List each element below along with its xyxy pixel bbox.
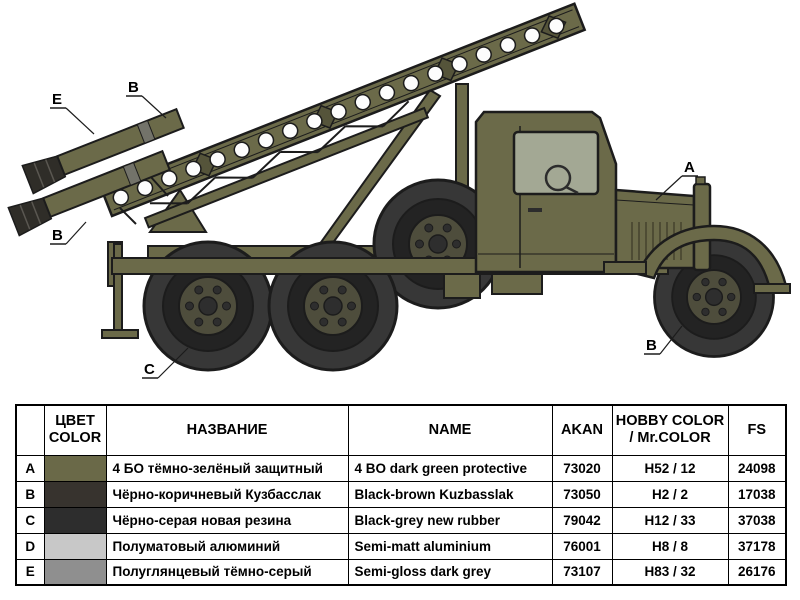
hobby-code: H83 / 32 [611, 558, 729, 586]
paint-name-en: Black-brown Kuzbasslak [347, 480, 553, 508]
paint-name-en: 4 BO dark green protective [347, 454, 553, 482]
rocket-body [55, 107, 185, 177]
table-row: B Чёрно-коричневый Кузбасслак Black-brow… [15, 480, 787, 508]
color-swatch [43, 480, 107, 508]
callout-b-front-wheel: B [644, 325, 683, 355]
paint-name-ru: Чёрно-коричневый Кузбасслак [105, 480, 349, 508]
paint-name-en: Black-grey new rubber [347, 506, 553, 534]
callouts: E B B A B C [50, 79, 698, 379]
akan-code: 79042 [551, 506, 613, 534]
paint-name-en: Semi-gloss dark grey [347, 558, 553, 586]
rocket-fins [7, 197, 53, 237]
table-row: A 4 БО тёмно-зелёный защитный 4 BO dark … [15, 454, 787, 482]
rail-lower-chord [143, 106, 430, 229]
table-row: D Полуматовый алюминий Semi-matt alumini… [15, 532, 787, 560]
rocket-band [122, 161, 142, 186]
row-letter: A [15, 454, 45, 482]
katyusha-drawing: E B B A B C [7, 2, 791, 379]
rocket-band [136, 119, 156, 144]
paint-name-ru: Полуглянцевый тёмно-серый [105, 558, 349, 586]
paint-name-en: Semi-matt aluminium [347, 532, 553, 560]
header-color-line2: COLOR [48, 430, 102, 447]
steering-wheel [544, 164, 572, 192]
header-letter [15, 404, 45, 456]
paint-table-section: ЦВЕТ COLOR НАЗВАНИЕ NAME AKAN HOBBY COLO… [0, 398, 800, 586]
akan-code: 73107 [551, 558, 613, 586]
callout-c-label: C [144, 361, 155, 378]
callout-b-label: B [128, 79, 139, 96]
akan-code: 73050 [551, 480, 613, 508]
table-row: C Чёрно-серая новая резина Black-grey ne… [15, 506, 787, 534]
hobby-code: H12 / 33 [611, 506, 729, 534]
rail-lattice [149, 100, 410, 205]
table-header-row: ЦВЕТ COLOR НАЗВАНИЕ NAME AKAN HOBBY COLO… [15, 404, 787, 456]
paint-name-ru: 4 БО тёмно-зелёный защитный [105, 454, 349, 482]
paint-name-ru: Полуматовый алюминий [105, 532, 349, 560]
radiator-cap [695, 176, 706, 185]
rocket-lower [7, 149, 171, 237]
rail-holes [112, 17, 565, 206]
hobby-code: H8 / 8 [611, 532, 729, 560]
row-letter: D [15, 532, 45, 560]
header-hobby-line1: HOBBY COLOR [615, 412, 725, 429]
hobby-code: H52 / 12 [611, 454, 729, 482]
color-swatch [43, 506, 107, 534]
row-letter: B [15, 480, 45, 508]
header-fs: FS [727, 404, 787, 456]
callout-b-rocket: B [50, 221, 87, 245]
callout-b-label: B [646, 337, 657, 354]
paint-table: ЦВЕТ COLOR НАЗВАНИЕ NAME AKAN HOBBY COLO… [15, 404, 787, 586]
callout-e: E [50, 91, 95, 135]
truck-cab [474, 110, 618, 274]
running-board [603, 261, 647, 275]
fuel-tank [491, 273, 543, 295]
color-swatch [43, 454, 107, 482]
rocket-fins [21, 155, 67, 195]
row-letter: E [15, 558, 45, 586]
color-swatch [43, 558, 107, 586]
launcher-rail [100, 2, 587, 267]
row-letter: C [15, 506, 45, 534]
door-handle [528, 208, 542, 212]
fs-code: 26176 [727, 558, 787, 586]
header-hobby-color: HOBBY COLOR / Mr.COLOR [611, 404, 729, 456]
table-row: E Полуглянцевый тёмно-серый Semi-gloss d… [15, 558, 787, 586]
header-color-line1: ЦВЕТ [55, 412, 95, 429]
rocket-upper [21, 107, 185, 195]
color-swatch [43, 532, 107, 560]
callout-c: C [142, 347, 189, 379]
header-hobby-line2: / Mr.COLOR [629, 430, 711, 447]
callout-a-label: A [684, 159, 695, 176]
fs-code: 17038 [727, 480, 787, 508]
rear-jack [101, 241, 139, 339]
callout-e-label: E [52, 91, 62, 108]
hobby-code: H2 / 2 [611, 480, 729, 508]
fs-code: 24098 [727, 454, 787, 482]
callout-a: A [655, 159, 698, 201]
rocket-body [41, 149, 171, 219]
header-name-ru: НАЗВАНИЕ [105, 404, 349, 456]
header-color: ЦВЕТ COLOR [43, 404, 107, 456]
header-name-en: NAME [347, 404, 553, 456]
toolbox [443, 273, 481, 299]
akan-code: 76001 [551, 532, 613, 560]
akan-code: 73020 [551, 454, 613, 482]
fs-code: 37178 [727, 532, 787, 560]
fs-code: 37038 [727, 506, 787, 534]
cab-window [512, 130, 600, 196]
front-bumper [753, 283, 791, 294]
vehicle-illustration: E B B A B C [7, 2, 791, 379]
header-akan: AKAN [551, 404, 613, 456]
paint-name-ru: Чёрно-серая новая резина [105, 506, 349, 534]
callout-b-label: B [52, 227, 63, 244]
callout-b-top: B [126, 79, 167, 119]
